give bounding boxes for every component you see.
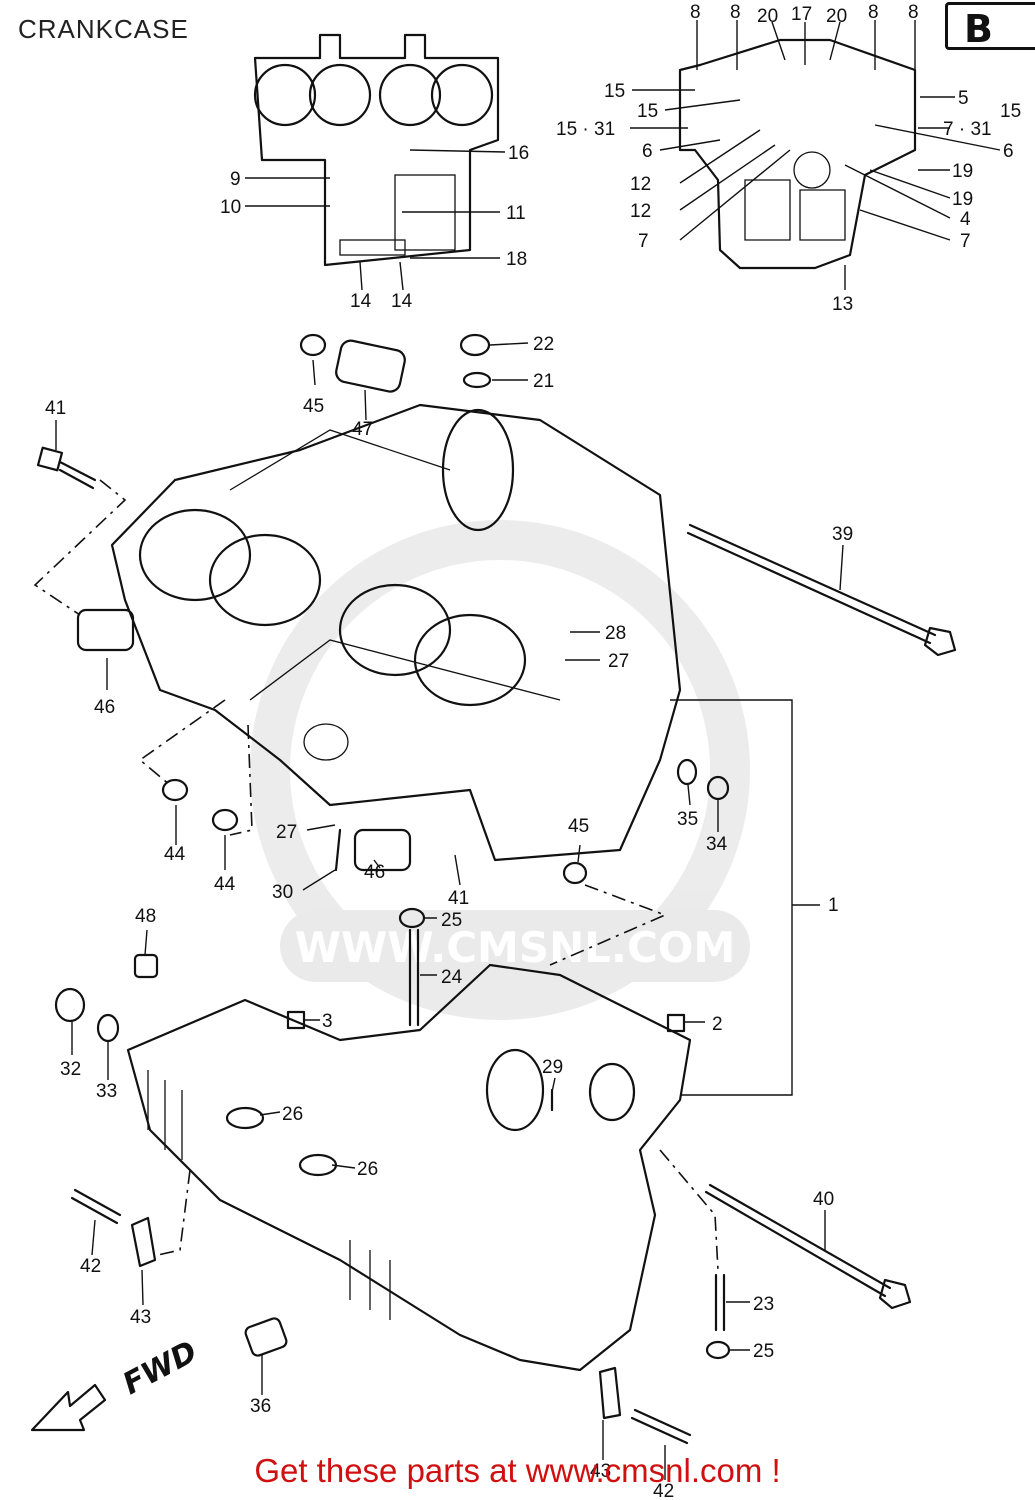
callout-5: 5: [958, 88, 969, 109]
callout-8: 8: [868, 2, 879, 23]
callout-10: 10: [220, 197, 241, 218]
callout-3: 3: [322, 1011, 333, 1032]
cmsnl-watermark: WWW.CMSNL.COM: [250, 520, 750, 1020]
callout-15-31: 15 · 31: [556, 119, 615, 140]
callout-14: 14: [391, 291, 413, 312]
callout-8: 8: [690, 2, 701, 23]
watermark-text: WWW.CMSNL.COM: [295, 923, 736, 972]
callout-28: 28: [605, 623, 626, 644]
callout-17: 17: [791, 4, 812, 25]
callout-35: 35: [677, 809, 698, 830]
callout-42: 42: [80, 1256, 101, 1277]
callout-22: 22: [533, 334, 554, 355]
callout-15: 15: [604, 81, 625, 102]
callout-29: 29: [542, 1057, 563, 1078]
callout-25: 25: [441, 910, 462, 931]
callout-41: 41: [45, 398, 66, 419]
callout-2: 2: [712, 1014, 723, 1035]
callout-15: 15: [1000, 101, 1021, 122]
callout-18: 18: [506, 249, 527, 270]
callout-12: 12: [630, 174, 651, 195]
callout-30: 30: [272, 882, 293, 903]
callout-labels: 8 8 20 17 20 8 8 15 15 15 · 31 6 12 12 7…: [45, 2, 1021, 1500]
callout-48: 48: [135, 906, 156, 927]
leader-lines: [55, 20, 1001, 1480]
part1-bracket: [670, 699, 820, 1096]
callout-19: 19: [952, 161, 973, 182]
callout-7: 7: [638, 231, 649, 252]
callout-12: 12: [630, 201, 651, 222]
callout-21: 21: [533, 371, 554, 392]
callout-32: 32: [60, 1059, 81, 1080]
callout-9: 9: [230, 169, 241, 190]
callout-15: 15: [637, 101, 658, 122]
callout-16: 16: [508, 143, 529, 164]
callout-7-31: 7 · 31: [943, 119, 992, 140]
callout-44: 44: [214, 874, 236, 895]
footer-link[interactable]: Get these parts at www.cmsnl.com !: [254, 1452, 781, 1489]
callout-1: 1: [828, 895, 839, 916]
callout-45: 45: [303, 396, 324, 417]
callout-6: 6: [642, 141, 653, 162]
callout-39: 39: [832, 524, 853, 545]
callout-26: 26: [357, 1159, 378, 1180]
callout-43: 43: [130, 1307, 151, 1328]
callout-4: 4: [960, 209, 971, 230]
page-title: CRANKCASE: [18, 14, 189, 44]
assembly-lines: [33, 479, 719, 1271]
section-badge: B: [945, 2, 1035, 51]
callout-6: 6: [1003, 141, 1014, 162]
callout-46: 46: [94, 697, 115, 718]
callout-19: 19: [952, 189, 973, 210]
callout-20: 20: [826, 6, 847, 27]
callout-13: 13: [832, 294, 853, 315]
callout-24: 24: [441, 967, 463, 988]
callout-27: 27: [608, 651, 629, 672]
fwd-arrow: FWD: [30, 1334, 203, 1432]
callout-44: 44: [164, 844, 186, 865]
callout-14: 14: [350, 291, 372, 312]
lower-crankcase: [126, 963, 692, 1372]
upper-crankcase: [110, 403, 682, 862]
callout-40: 40: [813, 1189, 834, 1210]
callout-8: 8: [730, 2, 741, 23]
callout-47: 47: [352, 419, 373, 440]
inset-upper-case: [253, 33, 500, 267]
callout-43: 43: [590, 1461, 611, 1482]
callout-7: 7: [960, 231, 971, 252]
callout-42: 42: [653, 1481, 674, 1500]
callout-23: 23: [753, 1294, 774, 1315]
callout-34: 34: [706, 834, 728, 855]
callout-41: 41: [448, 888, 469, 909]
callout-8: 8: [908, 2, 919, 23]
callout-11: 11: [506, 203, 526, 224]
callout-45: 45: [568, 816, 589, 837]
callout-46: 46: [364, 862, 385, 883]
callout-26: 26: [282, 1104, 303, 1125]
callout-20: 20: [757, 6, 778, 27]
callout-25: 25: [753, 1341, 774, 1362]
fwd-label: FWD: [117, 1334, 203, 1402]
hardware-parts: [36, 333, 957, 1445]
callout-36: 36: [250, 1396, 271, 1417]
inset-lower-case: [678, 38, 917, 270]
callout-33: 33: [96, 1081, 117, 1102]
callout-27: 27: [276, 822, 297, 843]
